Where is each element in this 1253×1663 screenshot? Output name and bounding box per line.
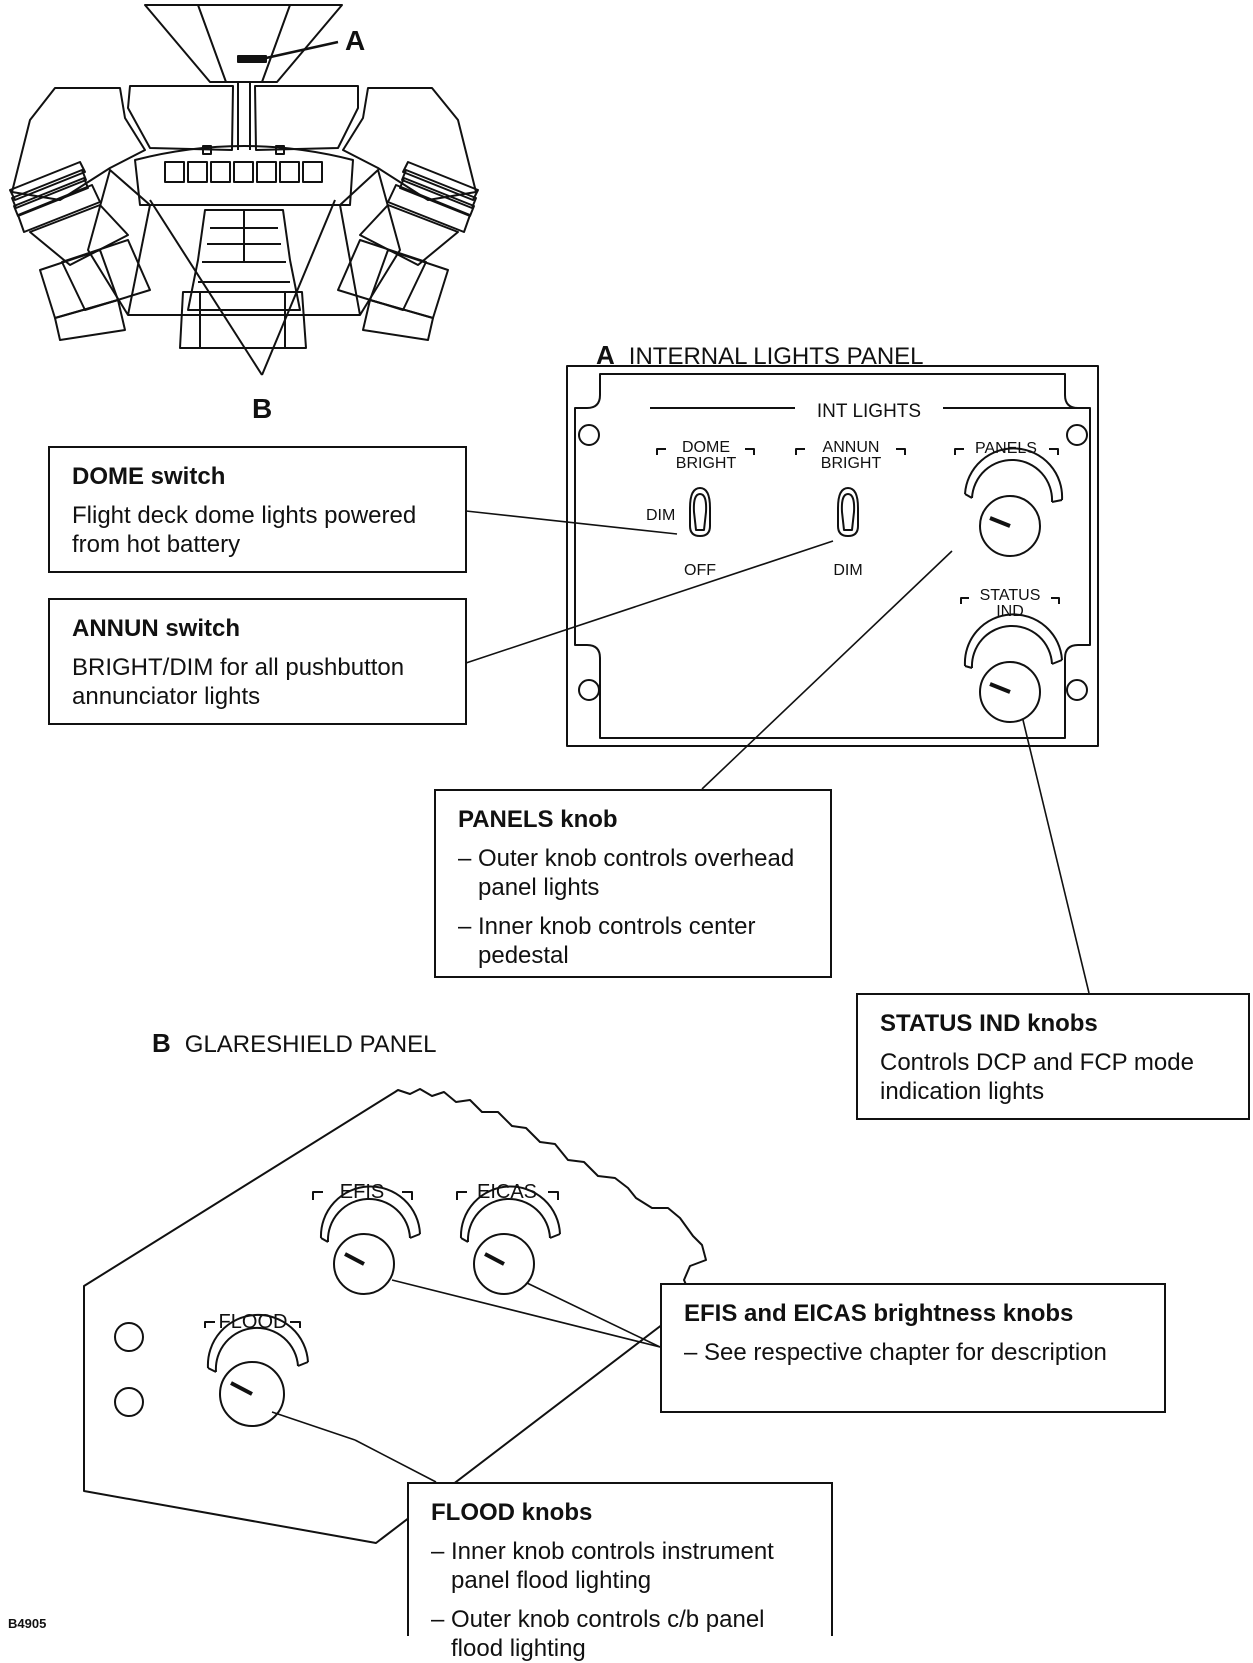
annun-dim-label: DIM	[833, 562, 862, 579]
flood-knob[interactable]	[206, 1313, 309, 1427]
cockpit-overview-illustration	[9, 4, 479, 376]
dome-toggle-switch[interactable]	[689, 487, 711, 537]
glareshield-panel	[83, 1088, 707, 1544]
flood-knobs-item: Inner knob controls instrument panel flo…	[431, 1537, 809, 1595]
panels-knob-box: PANELS knob Outer knob controls overhead…	[434, 789, 832, 978]
figure-id: B4905	[8, 1616, 47, 1631]
status-ind-text: Controls DCP and FCP mode indication lig…	[880, 1049, 1194, 1105]
panel-a-title: A INTERNAL LIGHTS PANEL	[596, 340, 924, 371]
efis-eicas-box: EFIS and EICAS brightness knobs See resp…	[660, 1283, 1166, 1413]
panel-b-letter: B	[152, 1028, 171, 1058]
int-lights-panel	[566, 365, 1099, 747]
eicas-knob[interactable]	[459, 1185, 561, 1295]
int-lights-label: INT LIGHTS	[817, 401, 921, 422]
efis-knob[interactable]	[319, 1185, 421, 1295]
annun-label: ANNUN	[823, 439, 880, 456]
dome-switch-heading: DOME switch	[72, 463, 226, 490]
annun-bright-label: BRIGHT	[821, 455, 882, 472]
flood-knobs-box: FLOOD knobs Inner knob controls instrume…	[407, 1482, 833, 1662]
panels-knob-heading: PANELS knob	[458, 806, 618, 833]
efis-eicas-item: See respective chapter for description	[684, 1338, 1142, 1367]
flood-knobs-heading: FLOOD knobs	[431, 1499, 593, 1526]
panels-knob[interactable]	[964, 447, 1064, 557]
dome-label: DOME	[682, 439, 730, 456]
dome-bright-label: BRIGHT	[676, 455, 737, 472]
annun-toggle-switch[interactable]	[837, 487, 859, 537]
panel-b-title: B GLARESHIELD PANEL	[152, 1028, 436, 1059]
dome-switch-box: DOME switch Flight deck dome lights powe…	[48, 446, 467, 573]
annun-switch-heading: ANNUN switch	[72, 615, 241, 642]
annun-switch-box: ANNUN switch BRIGHT/DIM for all pushbutt…	[48, 598, 467, 725]
leader-lines	[465, 510, 1090, 994]
status-ind-label: IND	[996, 603, 1024, 620]
panel-a-letter: A	[596, 340, 615, 370]
flood-knobs-item: Outer knob controls c/b panel flood ligh…	[431, 1605, 809, 1663]
dome-dim-label: DIM	[646, 507, 675, 524]
panels-label: PANELS	[975, 440, 1037, 457]
callout-a-label: A	[345, 25, 365, 56]
mount-hole-icon	[114, 1322, 144, 1352]
callout-b-label: B	[252, 393, 272, 424]
panels-knob-item: Inner knob controls center pedestal	[458, 912, 808, 970]
dome-switch-text: Flight deck dome lights powered from hot…	[72, 502, 417, 558]
mount-screw-icon	[578, 679, 600, 701]
flood-label: FLOOD	[219, 1311, 288, 1333]
panels-knob-item: Outer knob controls overhead panel light…	[458, 844, 808, 902]
status-ind-heading: STATUS IND knobs	[880, 1010, 1098, 1037]
dome-off-label: OFF	[684, 562, 716, 579]
efis-eicas-heading: EFIS and EICAS brightness knobs	[684, 1300, 1074, 1327]
annun-switch-text: BRIGHT/DIM for all pushbutton annunciato…	[72, 654, 405, 710]
panel-b-title-text: GLARESHIELD PANEL	[184, 1031, 437, 1058]
efis-label: EFIS	[340, 1181, 384, 1203]
mount-screw-icon	[578, 424, 600, 446]
status-ind-knob[interactable]	[963, 613, 1063, 723]
mount-hole-icon	[114, 1387, 144, 1417]
status-label: STATUS	[980, 587, 1041, 604]
mount-screw-icon	[1066, 424, 1088, 446]
leader-lines	[271, 1279, 661, 1483]
status-ind-box: STATUS IND knobs Controls DCP and FCP mo…	[856, 993, 1250, 1120]
panel-a-title-text: INTERNAL LIGHTS PANEL	[628, 343, 924, 370]
mount-screw-icon	[1066, 679, 1088, 701]
eicas-label: EICAS	[477, 1181, 537, 1203]
